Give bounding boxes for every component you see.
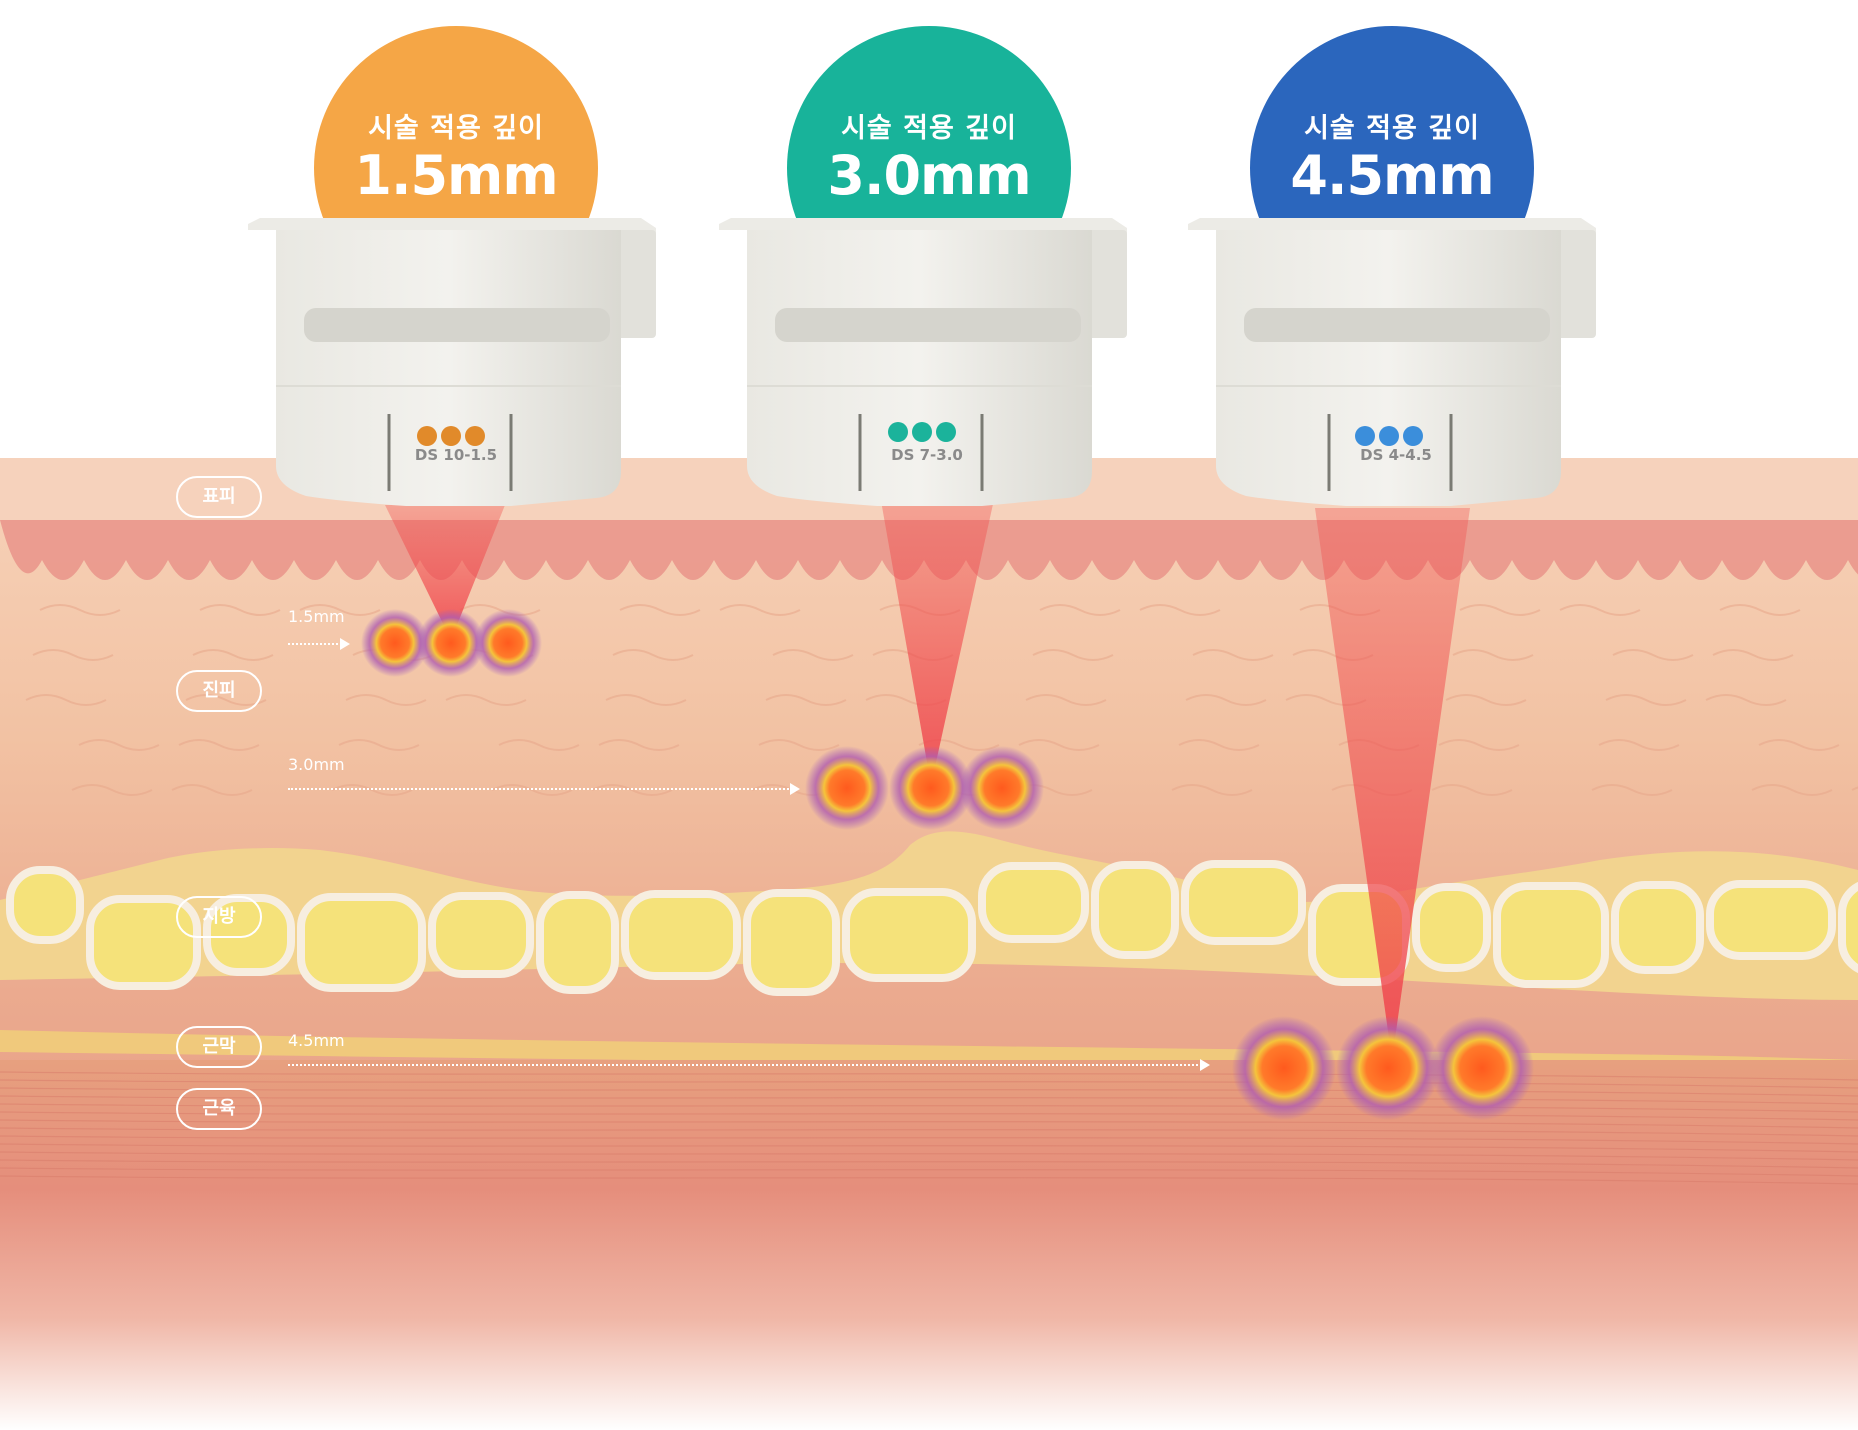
heat-focal-point — [960, 746, 1044, 830]
badge-label: 시술 적용 깊이 — [368, 113, 544, 144]
layer-label-fat: 지방 — [176, 896, 262, 938]
indicator-dot — [888, 422, 908, 442]
heat-focal-point — [1430, 1016, 1534, 1120]
indicator-dot — [936, 422, 956, 442]
badge-label: 시술 적용 깊이 — [1304, 113, 1480, 144]
indicator-dot — [912, 422, 932, 442]
badge-label: 시술 적용 깊이 — [841, 113, 1017, 144]
ultrasound-beam — [1315, 508, 1470, 1060]
layer-label-muscle: 근육 — [176, 1088, 262, 1130]
depth-marker-label: 1.5mm — [288, 607, 345, 626]
ultrasound-beam — [385, 505, 505, 640]
heat-focal-point — [889, 746, 973, 830]
heat-focal-point — [361, 609, 429, 677]
layer-label-epidermis: 표피 — [176, 476, 262, 518]
heat-focal-point — [805, 746, 889, 830]
ultrasound-beam — [880, 495, 995, 785]
badge-depth-value: 1.5mm — [354, 144, 558, 207]
heat-focal-point — [1232, 1016, 1336, 1120]
indicator-dot — [465, 426, 485, 446]
depth-arrow-icon — [288, 783, 800, 795]
cartridge-3-0: DS 7-3.0 — [717, 216, 1137, 506]
heat-focal-point — [474, 609, 542, 677]
depth-arrow-icon — [288, 1059, 1210, 1071]
depth-marker-label: 4.5mm — [288, 1031, 345, 1050]
indicator-dot — [1379, 426, 1399, 446]
indicator-dot — [1355, 426, 1375, 446]
cartridge-1-5: DS 10-1.5 — [246, 216, 666, 506]
cartridge-model-label: DS 10-1.5 — [414, 446, 498, 464]
depth-arrow-icon — [288, 638, 350, 650]
cartridge-4-5: DS 4-4.5 — [1186, 216, 1606, 506]
cartridge-model-label: DS 7-3.0 — [891, 446, 963, 464]
badge-depth-value: 4.5mm — [1290, 144, 1494, 207]
cartridge-model-label: DS 4-4.5 — [1360, 446, 1432, 464]
heat-focal-point — [1336, 1016, 1440, 1120]
indicator-dot — [441, 426, 461, 446]
layer-label-fascia: 근막 — [176, 1026, 262, 1068]
cartridge-body-icon — [719, 218, 1127, 506]
heat-focal-point — [417, 609, 485, 677]
badge-depth-value: 3.0mm — [827, 144, 1031, 207]
layer-label-dermis: 진피 — [176, 670, 262, 712]
indicator-dot — [1403, 426, 1423, 446]
cartridge-body-icon — [1188, 218, 1596, 506]
cartridge-body-icon — [248, 218, 656, 506]
indicator-dot — [417, 426, 437, 446]
depth-marker-label: 3.0mm — [288, 755, 345, 774]
